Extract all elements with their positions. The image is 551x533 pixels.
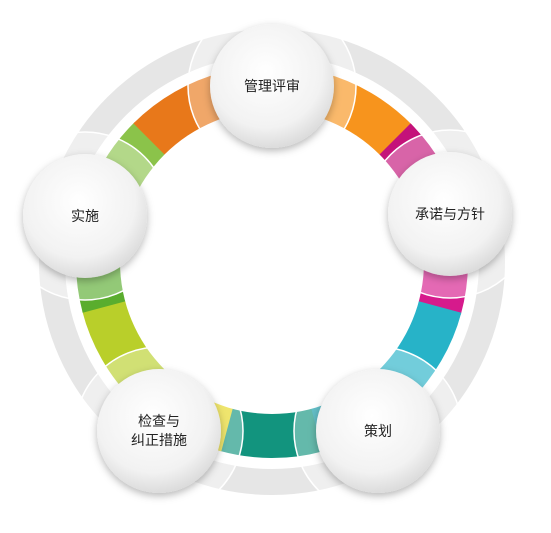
svg-text:检查与: 检查与 [138, 414, 180, 430]
node-label-line1: 检查与 [138, 414, 180, 430]
center-disk [120, 110, 424, 414]
ring-segment [133, 72, 236, 158]
node-ball [388, 152, 512, 276]
node-label: 管理评审 [244, 79, 300, 95]
node-check-correction[interactable]: 检查与 纠正措施 [74, 346, 244, 516]
ring-segment [310, 72, 413, 159]
node-ball [210, 24, 334, 148]
node-implementation[interactable]: 实施 [0, 131, 170, 301]
node-ball [97, 369, 221, 493]
node-label-line2: 纠正措施 [131, 433, 187, 449]
cycle-nodes: 管理评审 承诺与方针 策划 检查与 纠正措施 [0, 1, 535, 516]
svg-text:实施: 实施 [71, 209, 99, 225]
svg-text:承诺与方针: 承诺与方针 [415, 207, 485, 223]
ring-segment [219, 404, 323, 458]
svg-text:纠正措施: 纠正措施 [131, 433, 187, 449]
node-label: 承诺与方针 [415, 207, 485, 223]
node-commitment-policy[interactable]: 承诺与方针 [365, 129, 535, 299]
svg-text:策划: 策划 [364, 423, 392, 440]
node-management-review[interactable]: 管理评审 [187, 1, 357, 171]
node-planning[interactable]: 策划 [293, 346, 463, 516]
node-ball [316, 369, 440, 493]
node-label: 策划 [364, 423, 392, 440]
svg-text:管理评审: 管理评审 [244, 79, 300, 95]
node-label: 实施 [71, 209, 99, 225]
node-ball [23, 154, 147, 278]
